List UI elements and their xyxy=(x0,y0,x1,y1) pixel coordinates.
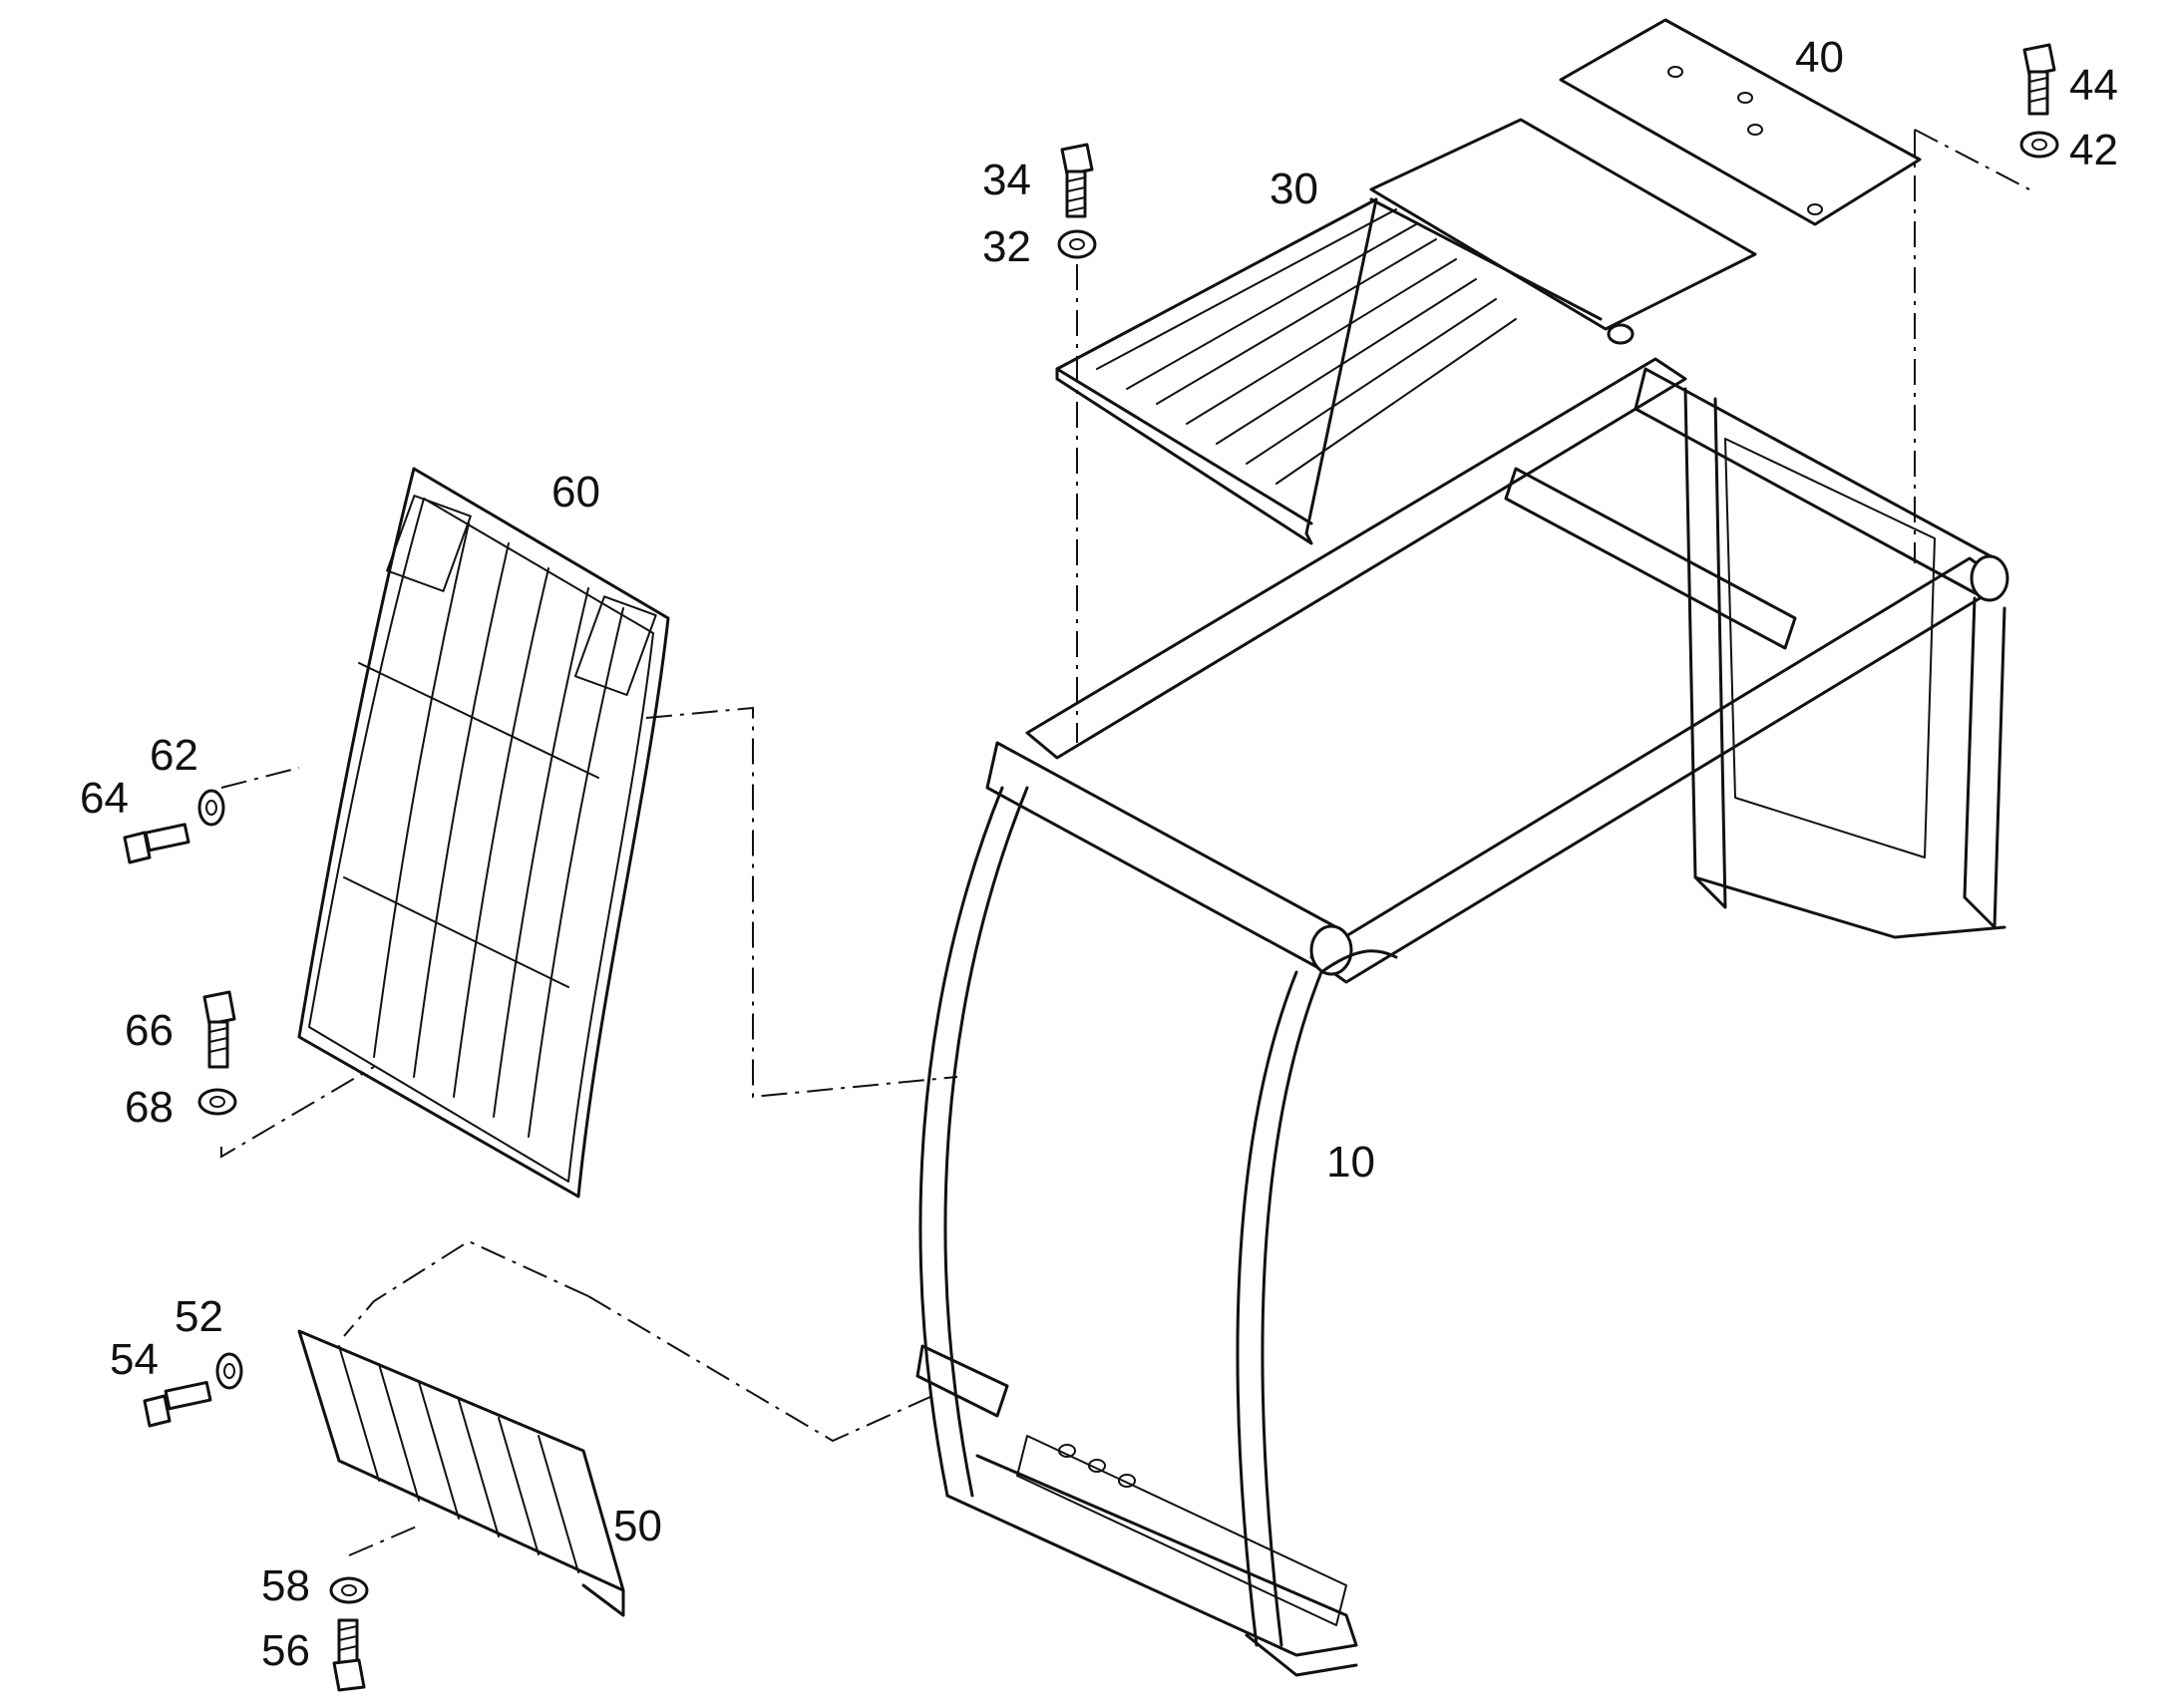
washer-42 xyxy=(2019,131,2059,159)
callout-56: 56 xyxy=(261,1626,310,1675)
callout-42: 42 xyxy=(2069,126,2118,174)
bolt-64 xyxy=(123,823,190,864)
callout-30: 30 xyxy=(1270,165,1318,213)
callout-54: 54 xyxy=(110,1335,159,1384)
cover-plate-part-40 xyxy=(1559,18,1922,226)
callout-50: 50 xyxy=(613,1502,662,1550)
washer-62 xyxy=(197,789,225,827)
rear-grille-part-60 xyxy=(297,467,670,1198)
lower-grille-part-50 xyxy=(297,1329,625,1617)
callout-66: 66 xyxy=(125,1006,174,1055)
top-grate-part-30 xyxy=(1055,118,1757,545)
bolt-44 xyxy=(2022,43,2056,116)
washer-52 xyxy=(215,1352,243,1390)
washer-32 xyxy=(1057,229,1097,259)
bolt-54 xyxy=(143,1380,212,1428)
callout-10: 10 xyxy=(1326,1138,1375,1187)
callout-32: 32 xyxy=(982,222,1031,271)
callout-44: 44 xyxy=(2069,61,2118,110)
washer-58 xyxy=(329,1576,369,1604)
callout-58: 58 xyxy=(261,1561,310,1610)
bolt-34 xyxy=(1060,143,1094,218)
bolt-56 xyxy=(332,1618,366,1692)
frame-part-10 xyxy=(915,357,2009,1677)
callout-64: 64 xyxy=(80,774,129,823)
callout-68: 68 xyxy=(125,1083,174,1132)
callout-labels: 10 30 32 34 40 42 44 50 52 54 56 58 60 6… xyxy=(80,33,2118,1675)
callout-52: 52 xyxy=(175,1292,223,1341)
callout-34: 34 xyxy=(982,156,1031,204)
callout-62: 62 xyxy=(150,731,198,780)
bolt-66 xyxy=(202,990,236,1069)
washer-68 xyxy=(197,1088,237,1116)
callout-40: 40 xyxy=(1795,33,1844,82)
assembly-lines xyxy=(220,129,2030,1556)
callout-60: 60 xyxy=(551,468,600,516)
